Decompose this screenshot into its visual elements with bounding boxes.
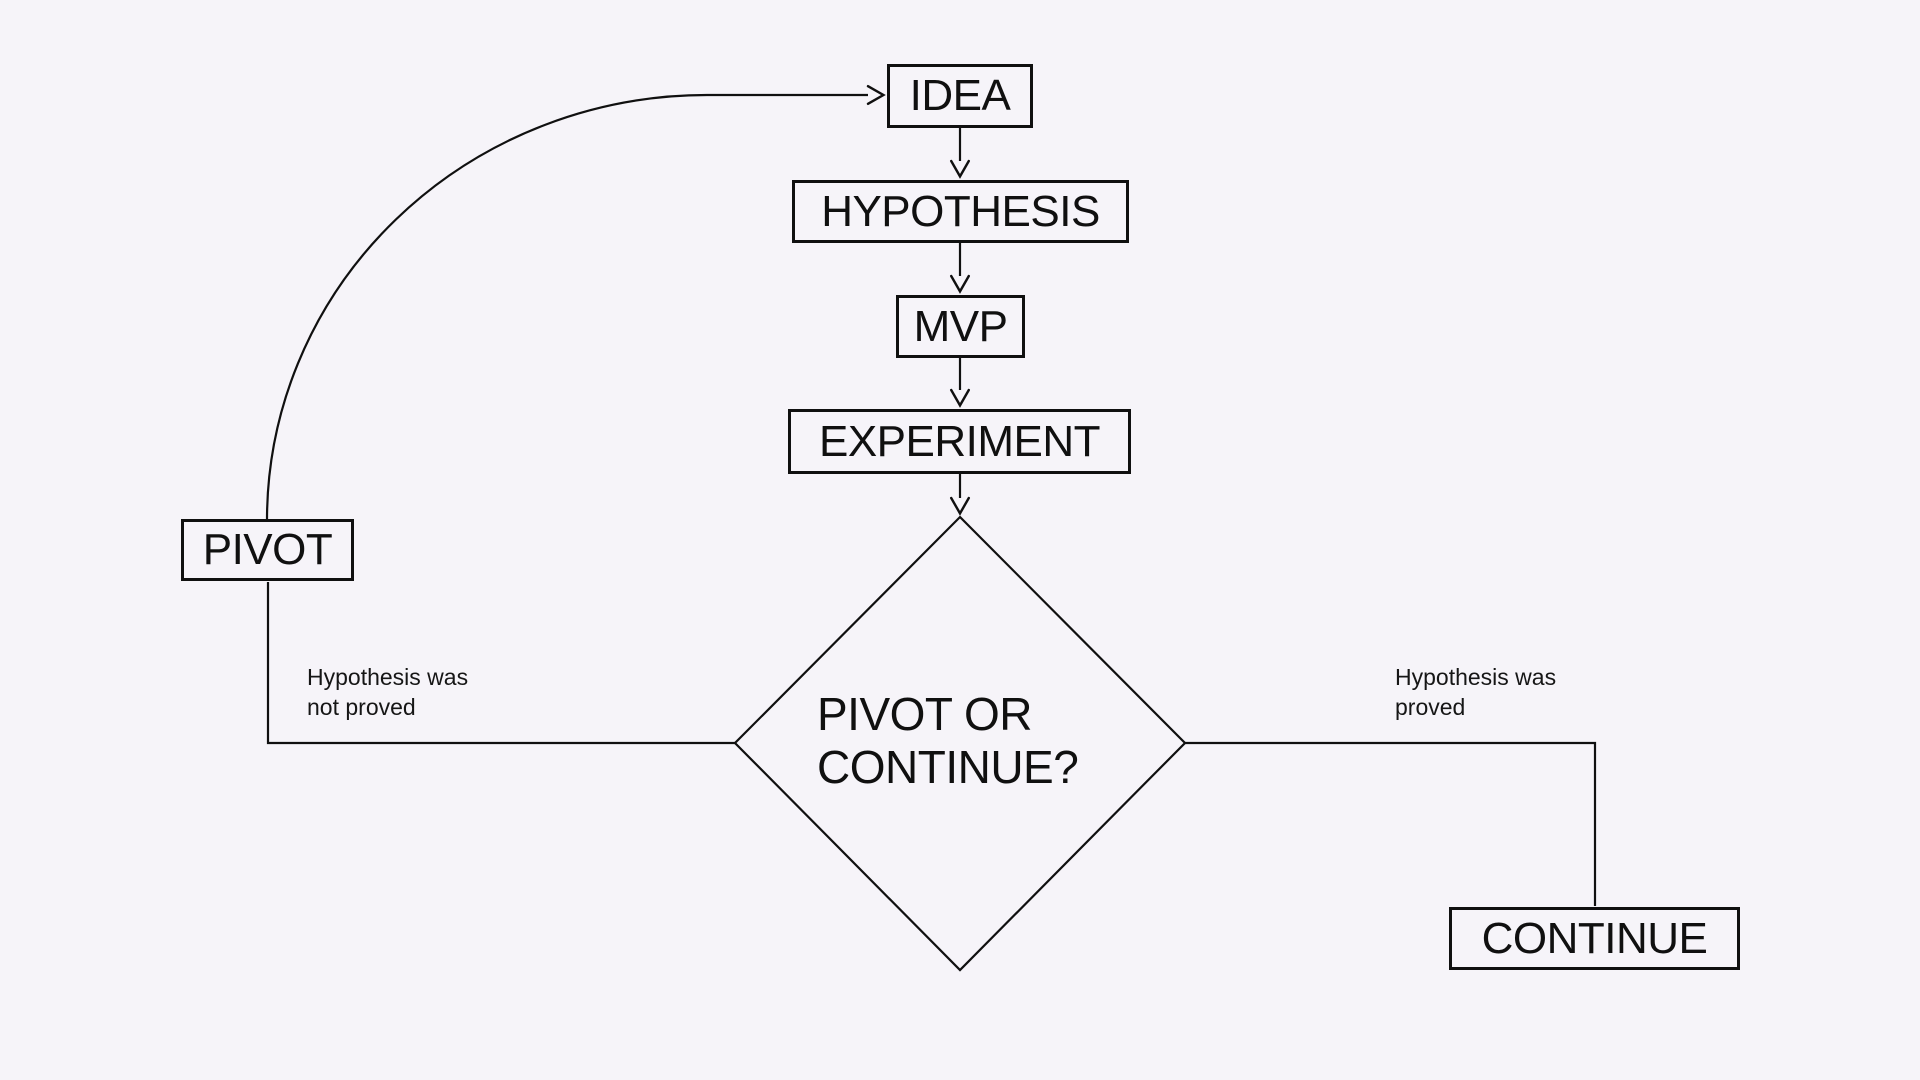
node-idea-label: IDEA (909, 71, 1011, 120)
node-mvp-label: MVP (913, 301, 1008, 351)
decision-label-line2: CONTINUE? (817, 741, 1079, 793)
node-experiment: EXPERIMENT (788, 409, 1131, 474)
edge-label-not-proved-line1: Hypothesis was (307, 664, 469, 690)
edge-label-proved-line1: Hypothesis was (1395, 664, 1557, 690)
edge-pivot-to-idea (265, 84, 886, 521)
node-hypothesis: HYPOTHESIS (792, 180, 1129, 243)
node-idea: IDEA (887, 64, 1033, 128)
decision-label-line1: PIVOT OR (817, 688, 1032, 740)
edge-label-proved-line2: proved (1395, 694, 1466, 720)
node-continue-label: CONTINUE (1481, 913, 1708, 963)
node-pivot: PIVOT (181, 519, 354, 581)
decision-label: PIVOT OR CONTINUE? (817, 688, 1079, 794)
node-hypothesis-label: HYPOTHESIS (821, 186, 1100, 236)
edge-decision-to-pivot (266, 582, 735, 745)
node-pivot-label: PIVOT (202, 525, 333, 574)
edge-decision-to-continue (1185, 741, 1597, 906)
node-mvp: MVP (896, 295, 1025, 358)
decision-diamond (733, 515, 1187, 972)
edge-label-proved: Hypothesis was proved (1395, 662, 1556, 722)
node-continue: CONTINUE (1449, 907, 1740, 970)
edge-label-not-proved-line2: not proved (307, 694, 416, 720)
edge-label-not-proved: Hypothesis was not proved (307, 662, 468, 722)
node-experiment-label: EXPERIMENT (818, 416, 1101, 466)
